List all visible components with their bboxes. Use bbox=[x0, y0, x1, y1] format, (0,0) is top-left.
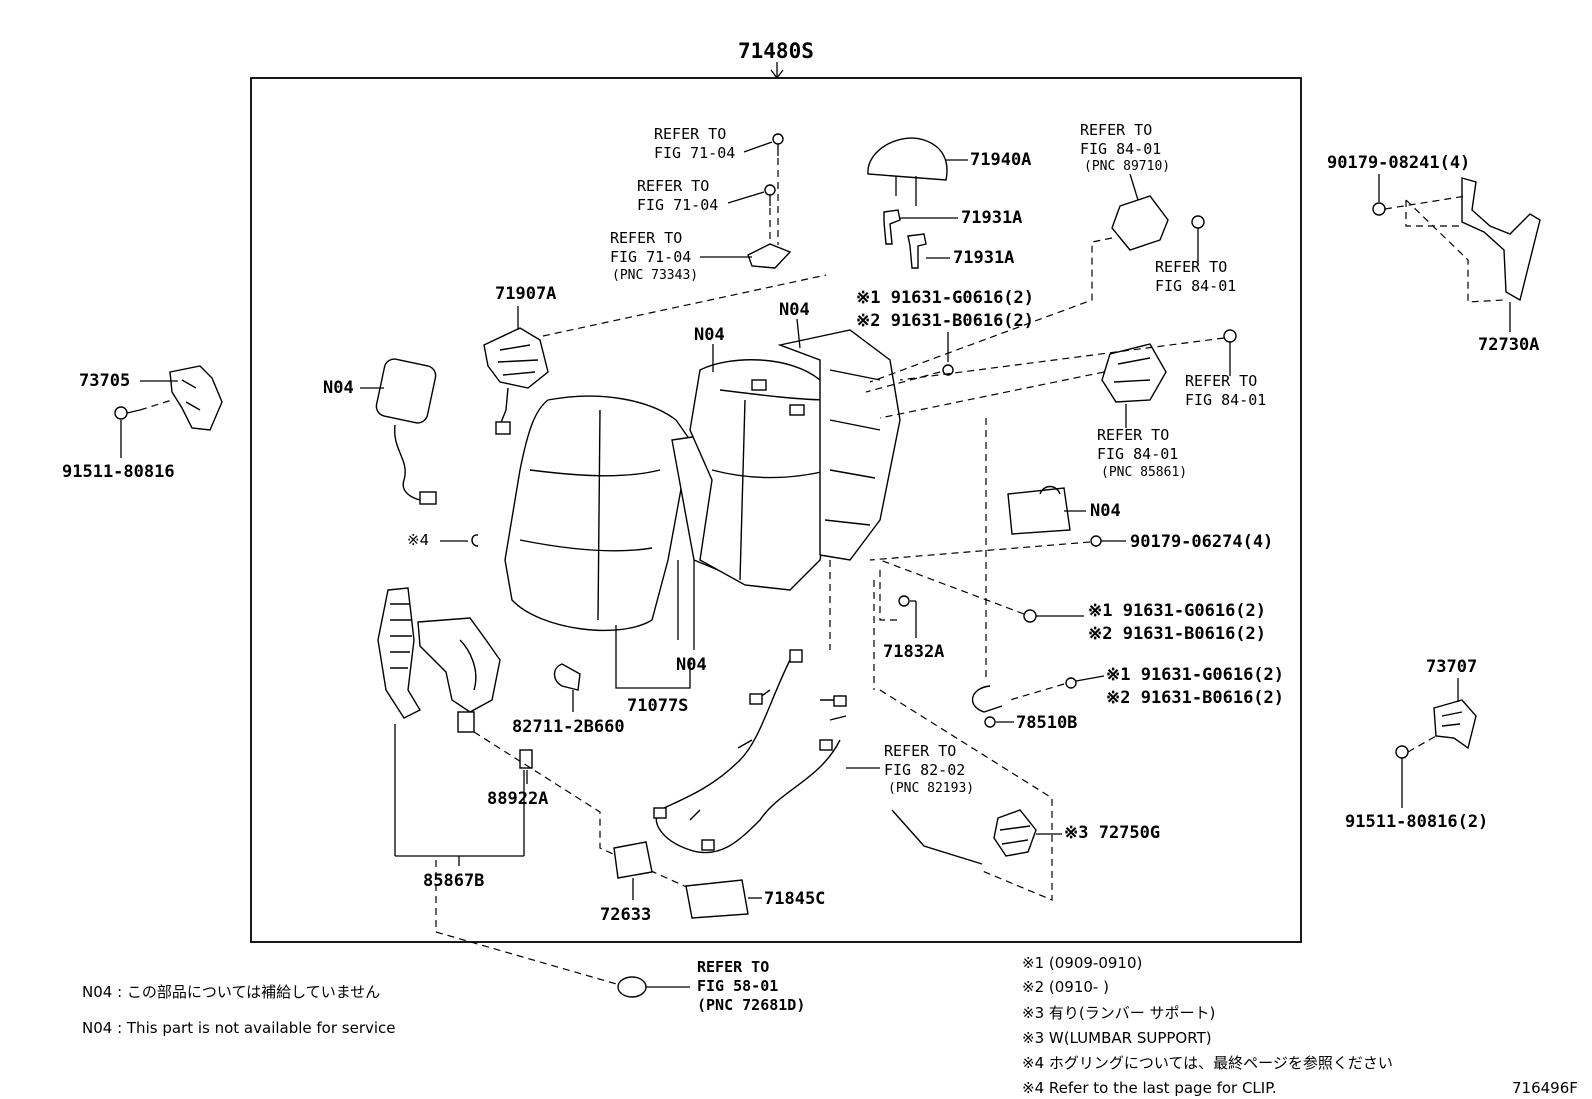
assembly-frame bbox=[250, 77, 1302, 943]
refer-r3-pnc: (PNC 73343) bbox=[612, 268, 698, 283]
part-90179-06274[interactable]: 90179-06274(4) bbox=[1130, 532, 1273, 552]
refer-r7-b[interactable]: FIG 84-01 bbox=[1097, 445, 1178, 463]
bracket-n04-drawing bbox=[869, 485, 1102, 561]
refer-r4-a: REFER TO bbox=[1080, 121, 1152, 139]
bolt-a-g0616[interactable]: ※1 91631-G0616(2) bbox=[856, 288, 1034, 308]
part-91511-80816-left[interactable]: 91511-80816 bbox=[62, 462, 175, 482]
bracket-73705-drawing bbox=[114, 365, 223, 431]
refer-r1-b[interactable]: FIG 71-04 bbox=[654, 144, 735, 162]
seat-harness-drawing bbox=[653, 649, 847, 854]
footnote-4-ja: ※4 ホグリングについては、最終ページを参照ください bbox=[1022, 1054, 1393, 1072]
catalog-reference: 716496F bbox=[1512, 1079, 1578, 1097]
footnote-n04-en: N04 : This part is not available for ser… bbox=[82, 1019, 396, 1037]
part-71931a-2[interactable]: 71931A bbox=[953, 248, 1014, 268]
refer-r4-pnc: (PNC 89710) bbox=[1084, 159, 1170, 174]
top-bolts-drawing bbox=[747, 133, 792, 269]
footnote-n04-ja: N04 : この部品については補給していません bbox=[82, 983, 380, 1001]
lumbar-pump-drawing bbox=[377, 587, 533, 769]
refer-r1-a: REFER TO bbox=[654, 125, 726, 143]
n04-panel[interactable]: N04 bbox=[676, 655, 707, 675]
refer-r6-b[interactable]: FIG 84-01 bbox=[1185, 391, 1266, 409]
bracket-72633-drawing bbox=[613, 841, 653, 879]
lumbar-support-drawing bbox=[879, 689, 1053, 901]
footnote-3-en: ※3 W(LUMBAR SUPPORT) bbox=[1022, 1029, 1212, 1047]
recliner-71907a-drawing bbox=[483, 327, 549, 435]
part-71845c[interactable]: 71845C bbox=[764, 889, 825, 909]
part-78510b[interactable]: 78510B bbox=[1016, 713, 1077, 733]
refer-r7-pnc: (PNC 85861) bbox=[1101, 465, 1187, 480]
n04-bracket[interactable]: N04 bbox=[1090, 501, 1121, 521]
part-72633[interactable]: 72633 bbox=[600, 905, 651, 925]
clip-note-mark: ※4 bbox=[407, 531, 429, 549]
part-72730a[interactable]: 72730A bbox=[1478, 335, 1539, 355]
part-91511-80816-right[interactable]: 91511-80816(2) bbox=[1345, 812, 1488, 832]
part-85867b[interactable]: 85867B bbox=[423, 871, 484, 891]
cover-71845c-drawing bbox=[685, 879, 749, 919]
refer-r3-b[interactable]: FIG 71-04 bbox=[610, 248, 691, 266]
bolt-b-b0616[interactable]: ※2 91631-B0616(2) bbox=[1088, 624, 1266, 644]
refer-r5-b[interactable]: FIG 84-01 bbox=[1155, 277, 1236, 295]
refer-r2-b[interactable]: FIG 71-04 bbox=[637, 196, 718, 214]
module-85861-drawing bbox=[879, 329, 1237, 419]
refer-r8-a: REFER TO bbox=[884, 742, 956, 760]
part-90179-08241[interactable]: 90179-08241(4) bbox=[1327, 153, 1470, 173]
refer-r5-a: REFER TO bbox=[1155, 258, 1227, 276]
link-72730a-drawing bbox=[1372, 177, 1541, 303]
part-71077s[interactable]: 71077S bbox=[627, 696, 688, 716]
part-82711-2b660[interactable]: 82711-2B660 bbox=[512, 717, 625, 737]
refer-r9-pnc: (PNC 72681D) bbox=[697, 996, 805, 1014]
footnote-4-en: ※4 Refer to the last page for CLIP. bbox=[1022, 1079, 1277, 1097]
refer-r8-pnc: (PNC 82193) bbox=[888, 781, 974, 796]
refer-r9-a: REFER TO bbox=[697, 958, 769, 976]
footnote-2: ※2 (0910- ) bbox=[1022, 978, 1109, 996]
bolt-b-g0616[interactable]: ※1 91631-G0616(2) bbox=[1088, 601, 1266, 621]
refer-r7-a: REFER TO bbox=[1097, 426, 1169, 444]
bolt-a-b0616[interactable]: ※2 91631-B0616(2) bbox=[856, 311, 1034, 331]
refer-r2-a: REFER TO bbox=[637, 177, 709, 195]
part-88922a[interactable]: 88922A bbox=[487, 789, 548, 809]
refer-r8-b[interactable]: FIG 82-02 bbox=[884, 761, 965, 779]
sensor-89710-drawing bbox=[869, 195, 1205, 383]
refer-r9-b[interactable]: FIG 58-01 bbox=[697, 977, 778, 995]
headrest-drawing bbox=[867, 137, 948, 269]
n04-cushion[interactable]: N04 bbox=[694, 325, 725, 345]
refer-r6-a: REFER TO bbox=[1185, 372, 1257, 390]
bolt-c-b0616[interactable]: ※2 91631-B0616(2) bbox=[1106, 688, 1284, 708]
part-71832a[interactable]: 71832A bbox=[883, 642, 944, 662]
footnote-3-ja: ※3 有り(ランバー サポート) bbox=[1022, 1004, 1215, 1022]
cap-72681d-drawing bbox=[617, 976, 647, 998]
lumbar-motor-drawing bbox=[375, 358, 437, 505]
n04-frame[interactable]: N04 bbox=[779, 300, 810, 320]
bolt-c-g0616[interactable]: ※1 91631-G0616(2) bbox=[1106, 665, 1284, 685]
refer-r3-a: REFER TO bbox=[610, 229, 682, 247]
part-72750g[interactable]: ※3 72750G bbox=[1064, 823, 1160, 843]
seat-back-pad-drawing bbox=[504, 329, 901, 632]
n04-motor[interactable]: N04 bbox=[323, 378, 354, 398]
part-73707[interactable]: 73707 bbox=[1426, 657, 1477, 677]
part-71907a[interactable]: 71907A bbox=[495, 284, 556, 304]
footnote-1: ※1 (0909-0910) bbox=[1022, 954, 1142, 972]
assembly-number[interactable]: 71480S bbox=[738, 39, 814, 63]
part-71931a-1[interactable]: 71931A bbox=[961, 208, 1022, 228]
refer-r4-b[interactable]: FIG 84-01 bbox=[1080, 140, 1161, 158]
bracket-73707-drawing bbox=[1395, 699, 1477, 759]
part-73705[interactable]: 73705 bbox=[79, 371, 130, 391]
part-71940a[interactable]: 71940A bbox=[970, 150, 1031, 170]
